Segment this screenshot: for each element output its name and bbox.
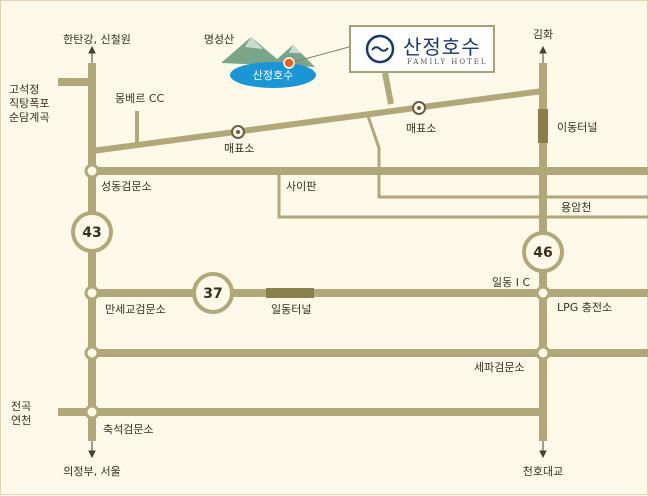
ildong-tunnel-icon — [266, 288, 314, 298]
route-43-number: 43 — [82, 225, 101, 241]
label-chukseok: 축석검문소 — [103, 423, 154, 436]
hotel-marker-icon — [283, 57, 295, 69]
ticket-booth-marker-1 — [231, 125, 245, 139]
label-yeoncheon: 연천 — [11, 413, 31, 427]
hotel-logo-subtitle: FAMILY HOTEL — [407, 58, 488, 66]
label-jeongok: 전곡 — [11, 400, 31, 413]
route-37-shield: 37 — [192, 272, 234, 314]
label-ildong-ic: 일동 I C — [492, 275, 530, 289]
label-sepa: 세파검문소 — [474, 361, 525, 374]
hotel-logo-name: 산정호수 — [403, 35, 481, 59]
label-goseokjeong: 고석정 — [9, 83, 39, 96]
label-yongam: 용암천 — [561, 200, 591, 214]
road-saipan — [277, 171, 648, 219]
label-idong-tunnel: 이동터널 — [557, 121, 597, 134]
hotel-leader-line — [289, 46, 350, 64]
label-myeongseongsan: 명성산 — [204, 33, 234, 46]
route-43-shield: 43 — [71, 211, 113, 253]
label-mongberu: 몽베르 CC — [115, 92, 165, 105]
label-saipan: 사이판 — [286, 180, 316, 193]
route-37-number: 37 — [203, 286, 222, 302]
route-46-shield: 46 — [522, 231, 564, 273]
arrow-down-right-head — [539, 450, 547, 459]
route-46-number: 46 — [533, 245, 552, 261]
label-jiktang: 직탕폭포 — [9, 97, 49, 110]
lake-icon — [230, 62, 316, 88]
wave-circle-icon — [365, 34, 395, 64]
arrow-up-left-head — [88, 45, 96, 54]
hotel-logo-box: 산정호수 FAMILY HOTEL — [349, 25, 495, 73]
label-sundam: 순담계곡 — [9, 111, 49, 124]
ticket-booth-marker-2 — [412, 101, 426, 115]
label-hantan: 한탄강, 신철원 — [63, 33, 131, 46]
label-ildong-tunnel: 일동터널 — [271, 302, 311, 316]
label-gimhwa: 김화 — [533, 28, 553, 41]
junction-manse — [84, 285, 100, 301]
junction-left-352 — [84, 345, 100, 361]
label-uijeongbu: 의정부, 서울 — [63, 465, 121, 478]
label-manse: 만세교검문소 — [105, 303, 166, 316]
label-maepyo-1: 매표소 — [224, 142, 254, 155]
label-maepyo-2: 매표소 — [406, 122, 436, 135]
arrow-up-right-head — [539, 45, 547, 54]
lake-label: 산정호수 — [253, 69, 293, 82]
road-diagonal — [91, 88, 544, 154]
label-cheonho: 천호대교 — [523, 464, 563, 478]
road-hotel — [382, 72, 394, 105]
junction-ildong-ic — [535, 285, 551, 301]
arrow-down-left-head — [88, 450, 96, 459]
junction-chukseok — [84, 404, 100, 420]
idong-tunnel-icon — [538, 109, 548, 143]
junction-sepa — [535, 345, 551, 361]
label-seongdong: 성동검문소 — [101, 180, 152, 193]
label-lpg: LPG 충전소 — [557, 301, 612, 314]
junction-seongdong — [84, 163, 100, 179]
